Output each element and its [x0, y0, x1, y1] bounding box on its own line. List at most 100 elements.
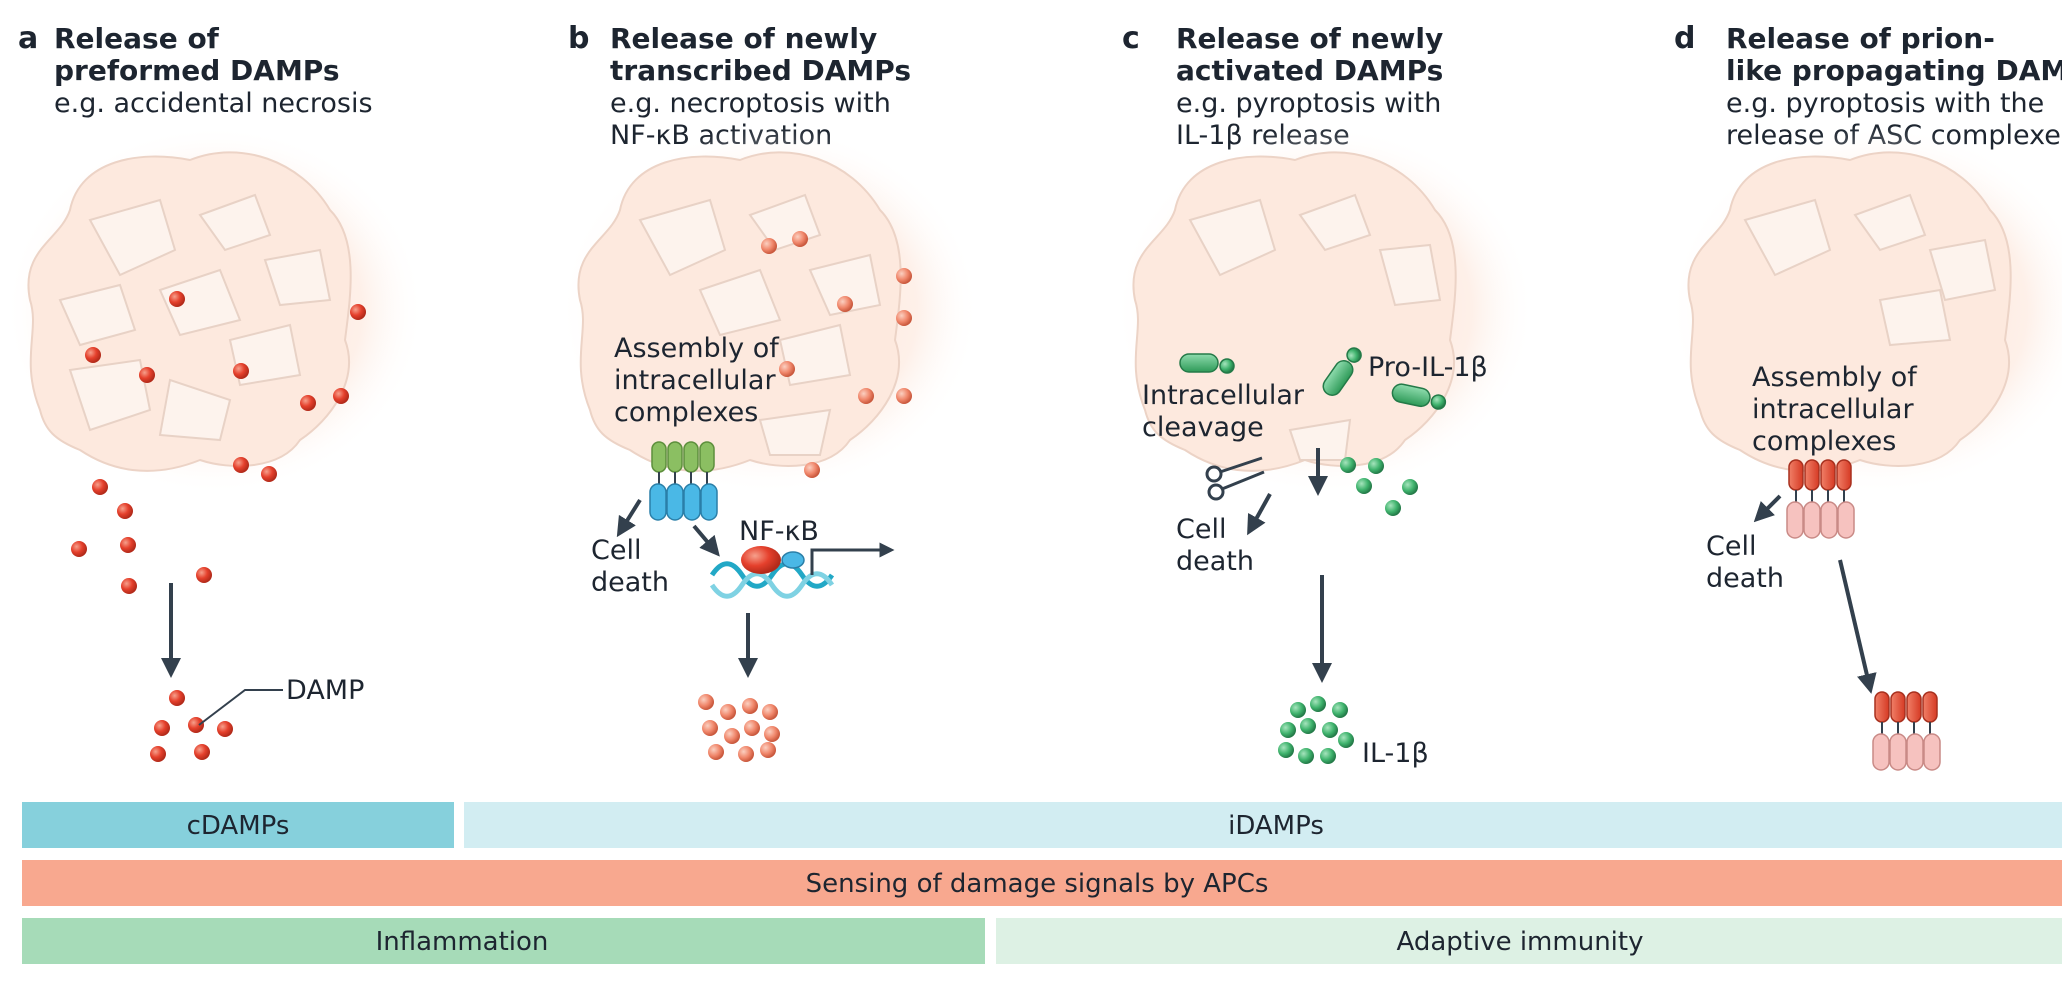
adaptive-bar — [996, 918, 2062, 964]
panel-c-cells — [1188, 193, 1442, 461]
panel-c-mature-il1b — [1340, 457, 1418, 516]
panel-b-title-line2: transcribed DAMPs — [610, 54, 911, 87]
panel-d-cells — [1743, 193, 1997, 347]
damp-particle — [837, 296, 853, 312]
panel-b-dna — [709, 561, 835, 599]
damp-particle — [188, 717, 204, 733]
cdamps-label: cDAMPs — [187, 811, 290, 841]
damp-particle — [792, 231, 808, 247]
panel-b-death-arrow — [616, 498, 642, 538]
panel-d: d Release of prion- like propagating DAM… — [1670, 21, 2062, 771]
panel-d-cell-death-line1: Cell — [1706, 531, 1756, 562]
panel-b-assembly-line2: intracellular — [614, 365, 776, 396]
panel-b-transcription-arrow — [810, 542, 895, 575]
panel-c-cleavage-line2: cleavage — [1142, 412, 1264, 443]
panel-a-cells — [58, 193, 332, 442]
panel-b-title-line1: Release of newly — [610, 22, 877, 55]
sensing-label: Sensing of damage signals by APCs — [806, 869, 1269, 899]
panel-a-damps — [71, 291, 366, 594]
panel-c-death-arrow — [1247, 493, 1272, 536]
damp-particle — [120, 537, 136, 553]
panel-b-complex — [649, 441, 718, 521]
damp-particle — [121, 578, 137, 594]
panel-b: b Release of newly transcribed DAMPs e.g… — [560, 21, 980, 762]
panel-d-assembly-line1: Assembly of — [1752, 362, 1918, 393]
idamps-label: iDAMPs — [1228, 811, 1324, 841]
panel-b-nfkb-label: NF-κB — [739, 516, 819, 547]
damp-label: DAMP — [286, 675, 364, 706]
damp-particle — [154, 720, 170, 736]
panel-c-cleavage-line1: Intracellular — [1142, 380, 1305, 411]
panel-d-title-line2: like propagating DAMPs — [1726, 54, 2062, 87]
panel-d-subtitle-line1: e.g. pyroptosis with the — [1726, 88, 2044, 119]
damp-particle — [761, 238, 777, 254]
panel-b-assembly-line1: Assembly of — [614, 333, 780, 364]
damp-particle — [139, 367, 155, 383]
damp-particle — [896, 310, 912, 326]
panel-c: c Release of newly activated DAMPs e.g. … — [1115, 21, 1535, 769]
panel-a-subtitle-line1: e.g. accidental necrosis — [54, 88, 373, 119]
panel-b-letter: b — [568, 21, 589, 56]
damp-particle — [300, 395, 316, 411]
il1b-label: IL-1β — [1362, 738, 1429, 769]
scissors-icon — [1205, 456, 1265, 501]
panel-a: a Release of preformed DAMPs e.g. accide… — [5, 21, 425, 762]
panel-d-cell-death-line2: death — [1706, 563, 1784, 594]
panel-c-cell-death-line1: Cell — [1176, 514, 1226, 545]
damp-particle — [261, 466, 277, 482]
damp-leader-line — [198, 689, 283, 726]
panel-c-subtitle-line1: e.g. pyroptosis with — [1176, 88, 1441, 119]
panel-c-title-line1: Release of newly — [1176, 22, 1443, 55]
damp-particle — [350, 304, 366, 320]
damp-particle — [150, 746, 166, 762]
pro-il1b-label: Pro-IL-1β — [1368, 352, 1488, 383]
damp-particle — [85, 347, 101, 363]
panel-a-title-line2: preformed DAMPs — [54, 54, 340, 87]
panel-b-nfkb-arrow — [692, 524, 720, 557]
damp-particle — [233, 363, 249, 379]
panel-b-released-damps — [698, 694, 780, 762]
damp-particle — [858, 388, 874, 404]
inflammation-bar — [22, 918, 985, 964]
damp-particle — [196, 567, 212, 583]
damp-particle — [169, 690, 185, 706]
damp-particle — [194, 744, 210, 760]
panel-a-letter: a — [18, 21, 38, 56]
panel-d-title-line1: Release of prion- — [1726, 22, 1995, 55]
panel-c-title-line2: activated DAMPs — [1176, 54, 1443, 87]
panel-b-cells — [638, 193, 882, 456]
panel-b-cell-death-line1: Cell — [591, 535, 641, 566]
damp-particle — [233, 457, 249, 473]
panel-d-death-arrow — [1753, 494, 1782, 523]
panel-d-letter: d — [1674, 21, 1695, 56]
idamps-bar — [464, 802, 2062, 848]
damp-particle — [71, 541, 87, 557]
panel-d-release-arrow — [1838, 559, 1877, 694]
damp-particle — [333, 388, 349, 404]
panel-d-assembly-line3: complexes — [1752, 426, 1896, 457]
asc-complex-intracellular — [1786, 459, 1855, 539]
panel-a-released-damps — [150, 690, 233, 762]
panel-b-assembly-line3: complexes — [614, 397, 758, 428]
damp-particle — [896, 388, 912, 404]
panel-c-cell-death-line2: death — [1176, 546, 1254, 577]
damp-particle — [92, 479, 108, 495]
nfkb-red-subunit — [741, 546, 781, 574]
damp-particle — [804, 462, 820, 478]
sensing-bar — [22, 860, 2062, 906]
nfkb-blue-subunit — [781, 551, 805, 569]
pro-il1b-molecules — [1179, 347, 1447, 410]
panel-d-assembly-line2: intracellular — [1752, 394, 1914, 425]
panel-a-title-line1: Release of — [54, 22, 220, 55]
panel-b-cell-death-line2: death — [591, 567, 669, 598]
adaptive-label: Adaptive immunity — [1397, 927, 1644, 957]
damp-particle — [169, 291, 185, 307]
damp-particle — [779, 361, 795, 377]
panel-b-subtitle-line1: e.g. necroptosis with — [610, 88, 891, 119]
cdamps-bar — [22, 802, 454, 848]
panel-b-light-damps — [761, 231, 912, 478]
damp-particle — [217, 721, 233, 737]
asc-complex-released — [1872, 691, 1941, 771]
panel-c-released-il1b — [1278, 696, 1354, 764]
